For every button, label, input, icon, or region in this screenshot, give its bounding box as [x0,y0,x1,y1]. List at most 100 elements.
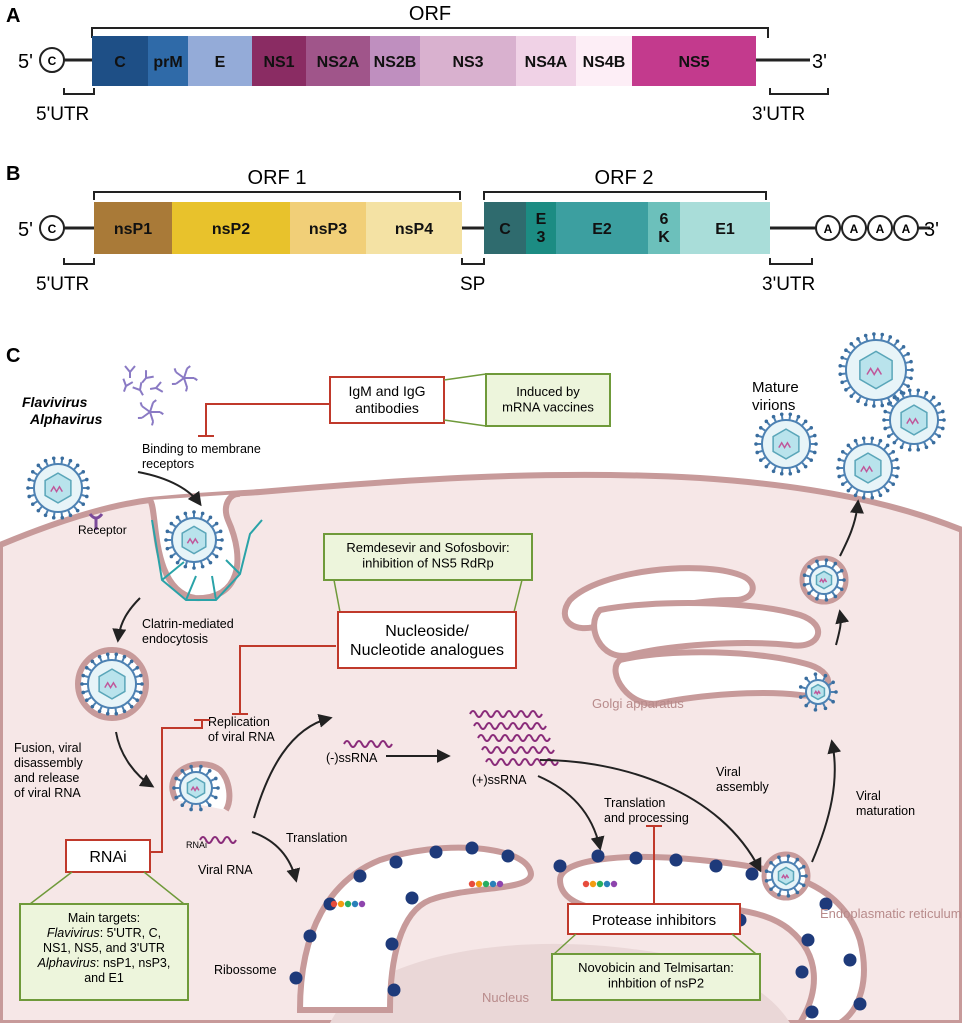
utr3-b: 3'UTR [762,274,815,295]
poly-a-label: A [902,222,911,236]
clathrin-coat [151,519,263,601]
segment-label: nsP1 [114,221,152,238]
segment-nsp3 [290,202,366,254]
segment-orf2 [484,202,526,254]
segment-orf2 [680,202,770,254]
segment-label: NS1 [263,54,294,71]
nucleoside-text: Nucleoside/Nucleotide analogues [350,623,504,659]
panel-a-letter: A [6,5,20,27]
segment-label: NS5 [678,54,709,71]
segment-ns4a [516,36,576,86]
segment-orf2 [526,202,556,254]
mature-virion-3 [882,388,946,452]
rnai-box [65,839,151,873]
minus-ssrna-label: (-)ssRNA [326,751,378,765]
segment-label: nsP3 [309,221,347,238]
segment-ns2b [370,36,420,86]
three-prime-b: 3' [924,219,939,241]
rnai-callout [29,871,185,905]
er-label: Endoplasmatic reticulum [820,906,962,921]
orf2-label: ORF 2 [595,167,654,189]
orf-label: ORF [409,3,451,25]
ribosome-label: Ribossome [214,963,277,977]
er-left [296,844,534,1013]
segment-label: nsP4 [395,221,433,238]
virions [26,332,946,898]
virion-budding [764,854,808,898]
segment-ns4b [576,36,632,86]
process-arrows [112,471,864,883]
antibodies-callout [443,373,487,427]
remdesivir-box [323,533,533,581]
segment-label: NS4A [525,54,568,71]
plus-ssrna-label: (+)ssRNA [472,773,527,787]
targets-box [19,903,189,1001]
orf1-label: ORF 1 [248,167,307,189]
remdesivir-text: Remdesevir and Sofosbovir:inhibition of … [346,540,509,571]
receptor-label: Receptor [78,523,127,537]
mature-virion-2 [754,412,818,476]
panel-c-letter: C [6,345,20,367]
sp-label: SP [460,274,485,295]
rnai-small-label: RNAi [186,840,207,850]
orf1-bracket [93,191,461,200]
rnai-text: RNAi [89,849,126,866]
segment-label: C [499,221,511,238]
segment-label: E1 [715,221,735,238]
segment-ns2a [306,36,370,86]
golgi-2 [591,600,822,659]
panel-c: C Nucleus Golgi apparatus Endoplasmatic … [0,332,962,1023]
virion-in-endosome [80,652,144,716]
segment-nsp2 [172,202,290,254]
segment-nsp4 [366,202,462,254]
golgi-3 [612,649,832,707]
panel-b-letter: B [6,163,20,185]
segment-label: C [114,54,126,71]
poly-a-label: A [850,222,859,236]
receptor-icon [88,513,104,530]
targets-text: Main targets:Flavivirus: 5'UTR, C,NS1, N… [37,911,171,985]
inhibition-lines [150,403,662,904]
segment-ns1 [252,36,306,86]
poly-a-label: A [824,222,833,236]
segment-e [188,36,252,86]
mature-virion-1 [838,332,914,408]
segment-label: NS3 [452,54,483,71]
golgi-label: Golgi apparatus [592,696,684,711]
antibodies-box [329,376,445,424]
virion-in-pit [164,510,224,570]
virion-in-vesicle [802,558,846,602]
rna-strands [199,710,618,908]
protease-callout [553,933,757,955]
segment-label: NS2B [374,54,417,71]
virion-incoming [26,456,90,520]
orf-bracket [91,27,769,38]
segment-label: NS4B [583,54,626,71]
utr5-bracket-a [63,88,95,95]
novobicin-box [551,953,761,1001]
segment-label: E2 [592,221,612,238]
utr5-bracket-b [63,258,95,265]
nucleoside-box [337,611,517,669]
cap-b-label: C [48,222,57,236]
segment-label: prM [153,54,182,71]
cap-a [39,47,65,73]
virus-name-2: Alphavirus [29,411,103,427]
protease-text: Protease inhibitors [592,912,716,929]
utr5-a: 5'UTR [36,104,89,125]
viral-rna-label: Viral RNA [198,863,253,877]
